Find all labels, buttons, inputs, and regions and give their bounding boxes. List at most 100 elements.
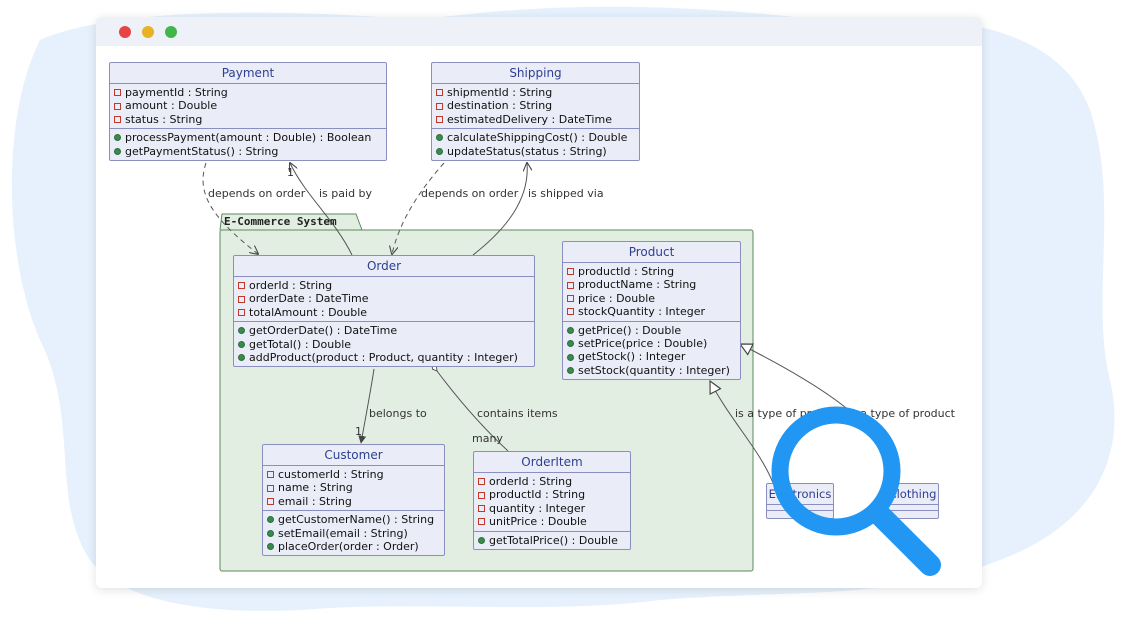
operation-row: getTotal() : Double: [238, 338, 530, 351]
operation-row: getPrice() : Double: [567, 324, 736, 337]
class-name: OrderItem: [474, 452, 630, 473]
class-name: Payment: [110, 63, 386, 84]
attribute-row: productName : String: [567, 278, 736, 291]
operation-row: calculateShippingCost() : Double: [436, 131, 635, 144]
public-operation-icon: [267, 543, 274, 551]
label-payment-mult: 1: [287, 166, 294, 179]
package-tab: [219, 213, 363, 231]
attribute-row: shipmentId : String: [436, 86, 635, 99]
operation-row: setEmail(email : String): [267, 527, 440, 540]
private-attribute-icon: [478, 491, 485, 499]
attributes-section: customerId : String name : String email …: [263, 466, 444, 512]
public-operation-icon: [567, 326, 574, 334]
minimize-window-button[interactable]: [142, 26, 154, 38]
attributes-section: productId : String productName : String …: [563, 263, 740, 322]
window-titlebar: [96, 17, 982, 46]
attribute-row: destination : String: [436, 99, 635, 112]
label-orderitem-mult: many: [472, 432, 503, 445]
private-attribute-icon: [436, 89, 443, 97]
operation-row: setStock(quantity : Integer): [567, 364, 736, 377]
operation-row: getStock() : Integer: [567, 350, 736, 363]
public-operation-icon: [267, 529, 274, 537]
class-orderitem[interactable]: OrderItem orderId : String productId : S…: [473, 451, 631, 551]
attributes-section: [887, 505, 938, 511]
class-order[interactable]: Order orderId : String orderDate : DateT…: [233, 255, 535, 368]
attribute-row: estimatedDelivery : DateTime: [436, 113, 635, 126]
public-operation-icon: [436, 134, 443, 142]
attribute-row: quantity : Integer: [478, 502, 626, 515]
edge-order-shipped-via: [472, 163, 527, 256]
operations-section: getTotalPrice() : Double: [474, 532, 630, 549]
operations-section: getOrderDate() : DateTime getTotal() : D…: [234, 322, 534, 366]
attribute-row: amount : Double: [114, 99, 382, 112]
label-payment-depends: depends on order: [208, 187, 306, 200]
operation-row: placeOrder(order : Order): [267, 540, 440, 553]
private-attribute-icon: [114, 116, 121, 124]
operation-row: addProduct(product : Product, quantity :…: [238, 351, 530, 364]
public-operation-icon: [567, 353, 574, 361]
public-operation-icon: [567, 367, 574, 375]
operations-section: processPayment(amount : Double) : Boolea…: [110, 129, 386, 160]
attributes-section: paymentId : String amount : Double statu…: [110, 84, 386, 130]
public-operation-icon: [478, 536, 485, 544]
public-operation-icon: [238, 340, 245, 348]
class-shipping[interactable]: Shipping shipmentId : String destination…: [431, 62, 640, 162]
attribute-row: orderId : String: [478, 475, 626, 488]
class-name: Clothing: [887, 484, 938, 505]
private-attribute-icon: [436, 102, 443, 110]
private-attribute-icon: [114, 102, 121, 110]
attributes-section: orderId : String productId : String quan…: [474, 473, 630, 532]
operation-row: updateStatus(status : String): [436, 145, 635, 158]
attribute-row: totalAmount : Double: [238, 306, 530, 319]
attribute-row: email : String: [267, 495, 440, 508]
class-name: Shipping: [432, 63, 639, 84]
edge-order-belongs-customer: [358, 368, 375, 444]
class-product[interactable]: Product productId : String productName :…: [562, 241, 741, 381]
edge-electronics-product: [710, 381, 774, 484]
label-shipping-depends: depends on order: [421, 187, 519, 200]
label-clothing-type: is a type of product: [848, 407, 955, 420]
attribute-row: price : Double: [567, 292, 736, 305]
class-payment[interactable]: Payment paymentId : String amount : Doub…: [109, 62, 387, 162]
edge-order-paid-by-payment: [290, 163, 353, 256]
operation-row: getOrderDate() : DateTime: [238, 324, 530, 337]
public-operation-icon: [114, 147, 121, 155]
attribute-row: customerId : String: [267, 468, 440, 481]
private-attribute-icon: [436, 116, 443, 124]
close-window-button[interactable]: [119, 26, 131, 38]
label-shipping-shipped: is shipped via: [528, 187, 604, 200]
edge-shipping-depends-order: [392, 162, 445, 254]
class-customer[interactable]: Customer customerId : String name : Stri…: [262, 444, 445, 557]
operation-row: setPrice(price : Double): [567, 337, 736, 350]
label-customer-belongs: belongs to: [369, 407, 427, 420]
label-customer-mult: 1: [355, 425, 362, 438]
public-operation-icon: [567, 340, 574, 348]
private-attribute-icon: [267, 484, 274, 492]
edge-order-contains-orderitem: [431, 363, 509, 452]
attribute-row: unitPrice : Double: [478, 515, 626, 528]
attribute-row: name : String: [267, 481, 440, 494]
class-name: Customer: [263, 445, 444, 466]
private-attribute-icon: [567, 268, 574, 276]
public-operation-icon: [114, 134, 121, 142]
attribute-row: paymentId : String: [114, 86, 382, 99]
private-attribute-icon: [478, 518, 485, 526]
operations-section: getCustomerName() : String setEmail(emai…: [263, 511, 444, 555]
operations-section: calculateShippingCost() : Double updateS…: [432, 129, 639, 160]
attribute-row: stockQuantity : Integer: [567, 305, 736, 318]
private-attribute-icon: [567, 308, 574, 316]
class-name: Product: [563, 242, 740, 263]
edge-payment-depends-order: [202, 162, 258, 254]
private-attribute-icon: [567, 295, 574, 303]
attribute-row: orderId : String: [238, 279, 530, 292]
private-attribute-icon: [238, 309, 245, 317]
operation-row: getTotalPrice() : Double: [478, 534, 626, 547]
operation-row: getCustomerName() : String: [267, 513, 440, 526]
public-operation-icon: [436, 147, 443, 155]
private-attribute-icon: [267, 498, 274, 506]
label-orderitem-contains: contains items: [477, 407, 558, 420]
maximize-window-button[interactable]: [165, 26, 177, 38]
public-operation-icon: [267, 516, 274, 524]
package-label: E-Commerce System: [224, 215, 337, 228]
attribute-row: productId : String: [478, 488, 626, 501]
